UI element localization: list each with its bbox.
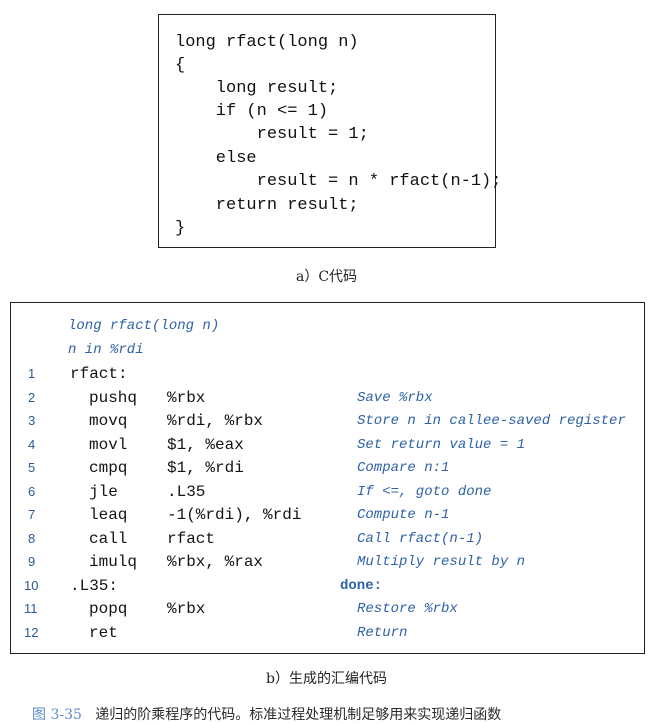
asm-operand: .L35	[167, 482, 206, 501]
caption-a: a）C代码	[295, 269, 358, 285]
asm-instruction: ret	[89, 623, 118, 642]
c-code-line: long rfact(long n)	[175, 33, 359, 52]
asm-line: 11 popq %rbx Restore %rbx	[11, 598, 644, 620]
c-code-line: else	[175, 149, 257, 168]
asm-comment: Store n in callee-saved register	[357, 413, 626, 429]
c-code-line: if (n <= 1)	[175, 102, 329, 121]
asm-line: 1 rfact:	[11, 363, 644, 385]
asm-comment: Call rfact(n-1)	[357, 530, 484, 547]
figure-caption-text: 递归的阶乘程序的代码。标准过程处理机制足够用来实现递归函数	[95, 707, 502, 723]
c-code-line: }	[175, 219, 186, 238]
asm-instruction: pushq	[89, 388, 138, 407]
asm-instruction: movq	[89, 412, 128, 430]
asm-comment: Restore %rbx	[357, 601, 458, 617]
asm-operand: %rbx	[167, 388, 206, 407]
asm-line: 3 movq %rdi, %rbx Store n in callee-saved r…	[11, 410, 644, 432]
asm-header-signature: long rfact(long n)	[68, 318, 220, 334]
asm-operand: rfact	[167, 529, 216, 548]
asm-line: 8 call rfact Call rfact(n-1)	[11, 528, 644, 550]
asm-instruction: movl	[89, 435, 128, 454]
asm-line: 5 cmpq $1, %rdi Compare n:1	[11, 457, 644, 479]
asm-instruction: cmpq	[89, 459, 128, 477]
asm-comment: Multiply result by n	[357, 554, 526, 570]
figure-caption: 图 3-35 递归的阶乘程序的代码。标准过程处理机制足够用来实现递归函数	[32, 704, 501, 724]
assembly-code-box: long rfact(long n) n in %rdi 1 rfact: 2 pus…	[10, 302, 645, 654]
asm-comment: Compare n:1	[357, 460, 450, 476]
c-code-line: result = n * rfact(n-1);	[175, 172, 502, 191]
asm-comment: Set return value = 1	[357, 436, 526, 453]
asm-header-register: n in %rdi	[68, 342, 144, 358]
c-code-line: {	[175, 56, 186, 75]
asm-instruction: leaq	[89, 506, 128, 524]
asm-operand: -1(%rdi), %rdi	[167, 506, 302, 524]
line-number: 7	[28, 507, 36, 522]
asm-instruction: imulq	[89, 553, 138, 571]
asm-done-label: done:	[340, 577, 383, 594]
asm-line: 7 leaq -1(%rdi), %rdi Compute n-1	[11, 504, 644, 526]
asm-line: 10 .L35: done:	[11, 575, 644, 597]
asm-comment: Save %rbx	[357, 389, 433, 406]
line-number: 1	[28, 366, 36, 381]
line-number: 3	[28, 413, 36, 428]
c-code-line: return result;	[175, 196, 359, 215]
asm-line: 4 movl $1, %eax Set return value = 1	[11, 434, 644, 456]
asm-comment: Return	[357, 624, 408, 641]
line-number: 8	[28, 530, 36, 546]
line-number: 6	[28, 483, 36, 499]
line-number: 4	[28, 436, 36, 452]
asm-line: 2 pushq %rbx Save %rbx	[11, 387, 644, 409]
asm-instruction: popq	[89, 600, 128, 618]
c-code-line: long result;	[175, 79, 339, 98]
c-code-line: result = 1;	[175, 125, 369, 144]
asm-label: .L35:	[70, 576, 119, 595]
line-number: 10	[24, 577, 39, 593]
line-number: 9	[28, 554, 36, 569]
asm-instruction: jle	[89, 482, 118, 501]
asm-line: 9 imulq %rbx, %rax Multiply result by n	[11, 551, 644, 573]
asm-comment: Compute n-1	[357, 507, 450, 523]
asm-line: 6 jle .L35 If <=, goto done	[11, 481, 644, 503]
asm-operand: %rbx	[167, 600, 206, 618]
line-number: 5	[28, 460, 36, 475]
asm-operand: $1, %rdi	[167, 459, 244, 477]
asm-label: rfact:	[70, 365, 128, 383]
asm-header-line: long rfact(long n)	[11, 315, 644, 337]
figure-number: 图 3-35	[32, 707, 82, 723]
caption-b: b）生成的汇编代码	[266, 671, 387, 687]
c-code-box: long rfact(long n) { long result; if (n …	[158, 14, 501, 248]
line-number: 2	[28, 389, 36, 405]
asm-operand: %rbx, %rax	[167, 553, 264, 571]
asm-line: 12 ret Return	[11, 622, 644, 644]
asm-operand: $1, %eax	[167, 435, 244, 454]
asm-operand: %rdi, %rbx	[167, 412, 264, 430]
line-number: 11	[24, 601, 38, 616]
asm-comment: If <=, goto done	[357, 483, 492, 500]
asm-instruction: call	[89, 529, 128, 548]
line-number: 12	[24, 624, 39, 640]
asm-header-line: n in %rdi	[11, 339, 644, 361]
